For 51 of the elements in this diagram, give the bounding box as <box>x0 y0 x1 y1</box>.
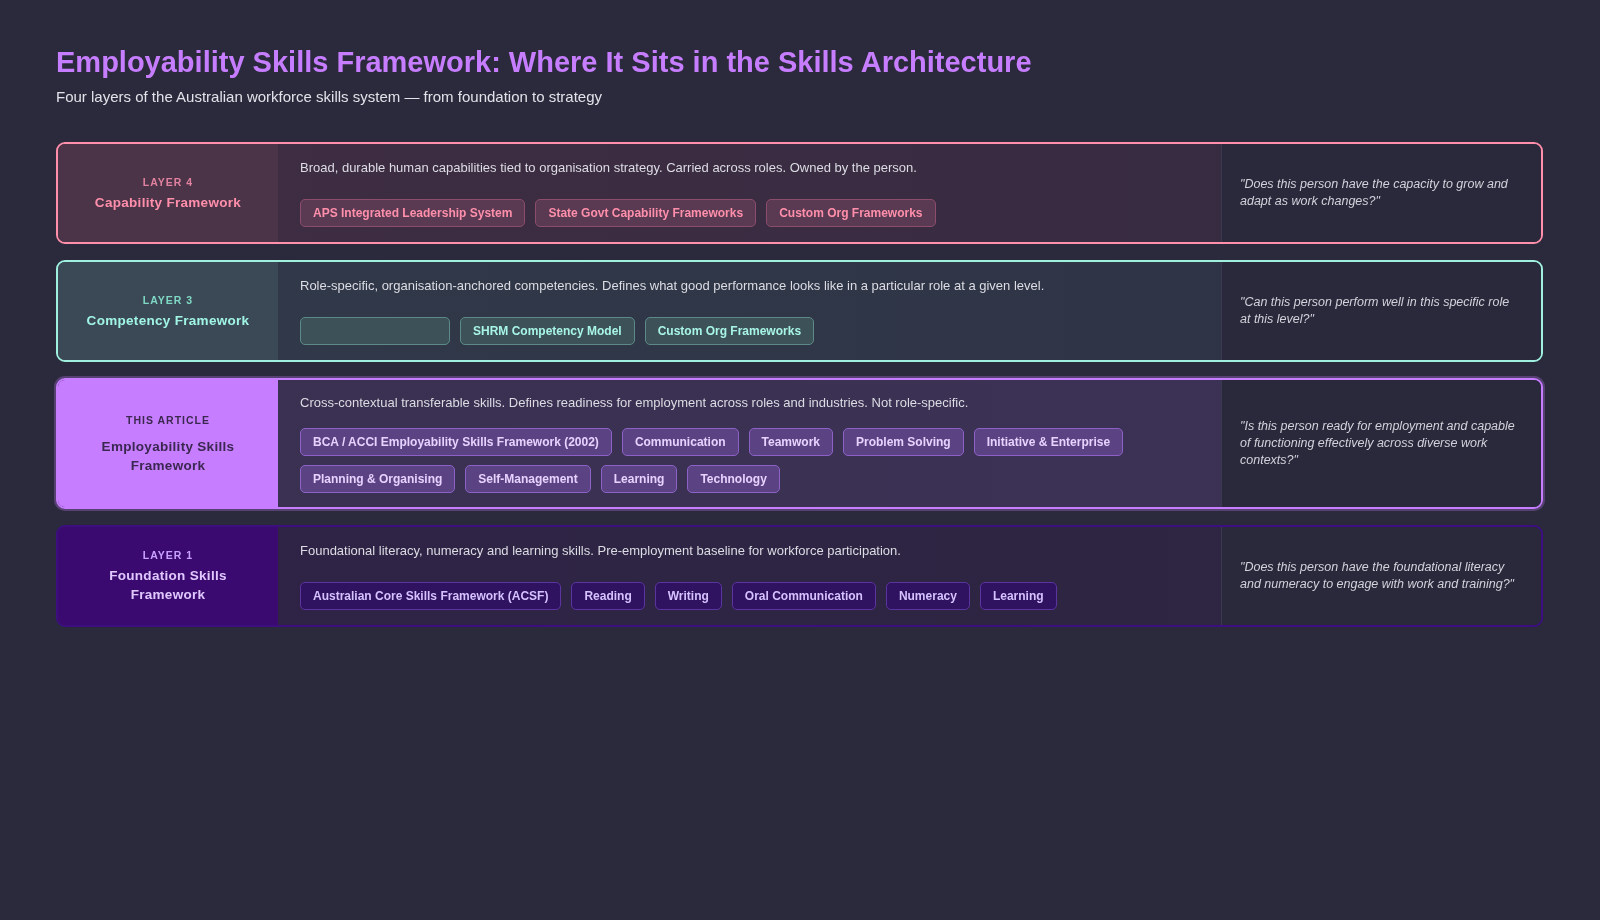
question-text: "Does this person have the capacity to grow and adapt as work changes?" <box>1240 176 1509 210</box>
skill-tag: Communication <box>621 428 739 456</box>
layer-label: LAYER 3 <box>142 292 194 307</box>
skill-tag: Australian Core Skills Framework (ACSF) <box>300 582 562 610</box>
layer-label-panel <box>58 380 278 507</box>
question-text: "Can this person perform well in this specific role at this level?" <box>1240 294 1511 328</box>
skill-tag: Custom Org Frameworks <box>766 199 936 227</box>
skill-tag: Initiative & Enterprise <box>973 428 1124 456</box>
skill-tag: Problem Solving <box>843 428 964 456</box>
skill-tag: Self-Management <box>465 465 591 493</box>
layer-label-panel <box>58 527 278 625</box>
layer-label-panel <box>58 144 278 242</box>
skill-tag: Custom Org Frameworks <box>644 317 815 345</box>
layer-label: THIS ARTICLE <box>126 412 210 427</box>
skill-tag: BCA / ACCI Employability Skills Framework (2002) <box>300 428 612 456</box>
quote-panel <box>1221 527 1541 625</box>
layer-label: LAYER 4 <box>142 174 194 189</box>
description-text: Role-specific, organisation-anchored competencies. Defines what good performance looks like in a particular role at a given level. <box>300 277 1046 294</box>
skill-tag: SHRM Competency Model <box>460 317 635 345</box>
skill-tag: State Govt Capability Frameworks <box>535 199 757 227</box>
skill-tag: Planning & Organising <box>300 465 456 493</box>
description-text: Cross-contextual transferable skills. Defines readiness for employment across roles and industries. Not role-specific. <box>300 394 970 411</box>
skill-tag: Learning <box>979 582 1057 610</box>
title: Employability Skills Framework: Where It Sits in the Skills Architecture <box>56 45 1032 80</box>
framework-name: Foundation Skills Framework <box>108 567 228 604</box>
question-text: "Is this person ready for employment and capable of functioning effectively across diverse work contexts?" <box>1240 418 1516 469</box>
subtitle: Four layers of the Australian workforce skills system — from foundation to strategy <box>56 88 603 106</box>
description-text: Broad, durable human capabilities tied to organisation strategy. Carried across roles. Owned by the person. <box>300 159 918 176</box>
skill-tag: Oral Communication <box>731 582 876 610</box>
layer-card <box>56 525 1543 627</box>
layer-label: LAYER 1 <box>142 548 194 562</box>
skill-tag: Reading <box>571 582 645 610</box>
layer-card <box>56 260 1543 362</box>
skill-tag: Numeracy <box>885 582 970 610</box>
layer-card <box>56 378 1543 509</box>
quote-panel <box>1221 262 1541 360</box>
question-text: "Does this person have the foundational literacy and numeracy to engage with work and training?" <box>1240 559 1516 593</box>
skill-tag: APS Integrated Leadership System <box>300 199 526 227</box>
skill-tag: Teamwork <box>748 428 833 456</box>
framework-name: Capability Framework <box>94 193 242 212</box>
description-text: Foundational literacy, numeracy and learning skills. Pre-employment baseline for workforce participation. <box>300 542 902 559</box>
framework-name: Competency Framework <box>86 311 250 330</box>
empty-tag <box>300 317 450 345</box>
skill-tag: Technology <box>687 465 780 493</box>
layer-card <box>56 142 1543 244</box>
framework-name: Employability Skills Framework <box>100 437 236 475</box>
layer-label-panel <box>58 262 278 360</box>
quote-panel <box>1221 144 1541 242</box>
skill-tag: Writing <box>654 582 722 610</box>
quote-panel <box>1221 380 1541 507</box>
skill-tag: Learning <box>600 465 678 493</box>
